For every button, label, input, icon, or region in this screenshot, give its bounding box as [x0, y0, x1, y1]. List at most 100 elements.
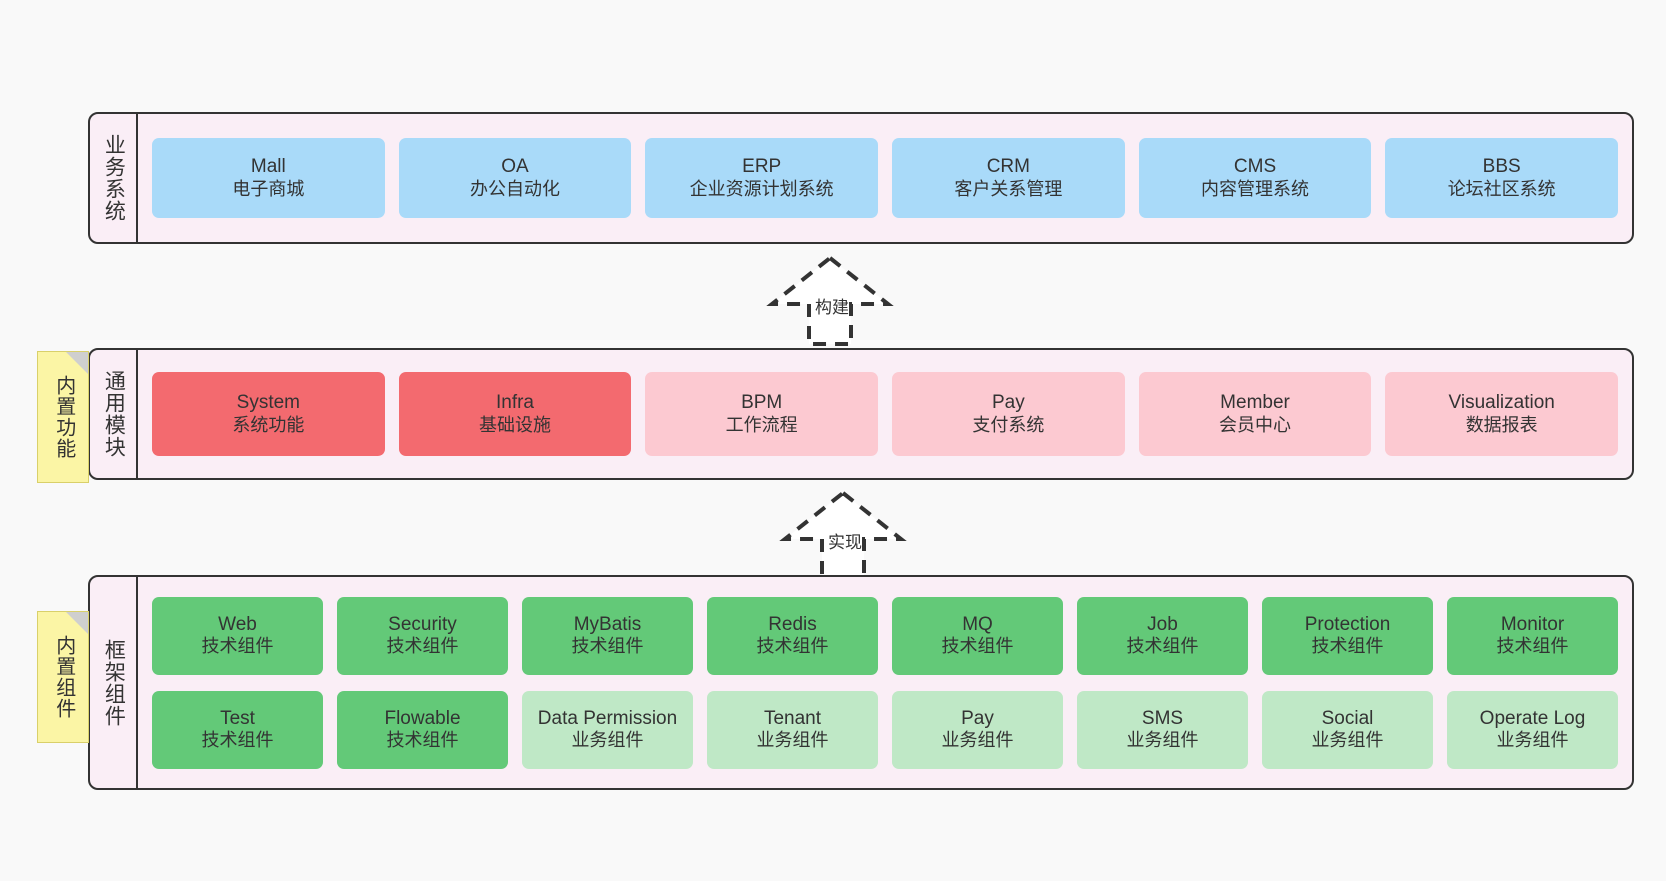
- card-operate-log[interactable]: Operate Log 业务组件: [1447, 690, 1618, 769]
- card-job[interactable]: Job 技术组件: [1077, 596, 1248, 675]
- card-infra-name: Infra: [495, 392, 535, 414]
- card-bpm[interactable]: BPM 工作流程: [645, 372, 879, 456]
- card-web[interactable]: Web 技术组件: [152, 596, 323, 675]
- framework-tech-row: Web 技术组件 Security 技术组件 MyBatis 技术组件 Redi…: [152, 596, 1618, 675]
- card-tenant[interactable]: Tenant 业务组件: [707, 690, 878, 769]
- card-infra-desc: 基础设施: [479, 414, 551, 435]
- card-test-desc: 技术组件: [201, 730, 274, 751]
- card-job-desc: 技术组件: [1126, 636, 1199, 657]
- card-erp[interactable]: ERP 企业资源计划系统: [645, 138, 879, 218]
- card-web-name: Web: [218, 613, 257, 635]
- card-erp-desc: 企业资源计划系统: [689, 178, 834, 199]
- card-pay-component-desc: 业务组件: [941, 730, 1014, 751]
- card-bpm-desc: 工作流程: [725, 414, 798, 435]
- card-operate-log-desc: 业务组件: [1496, 730, 1569, 751]
- card-system[interactable]: System 系统功能: [152, 372, 385, 456]
- card-protection[interactable]: Protection 技术组件: [1262, 596, 1433, 675]
- card-visualization-name: Visualization: [1448, 392, 1555, 414]
- card-bbs[interactable]: BBS 论坛社区系统: [1385, 138, 1619, 218]
- card-mybatis-desc: 技术组件: [571, 636, 644, 657]
- card-mq-desc: 技术组件: [941, 636, 1014, 657]
- card-data-permission-desc: 业务组件: [571, 730, 644, 751]
- layer-common-module: 通用模块 System 系统功能 Infra 基础设施 BPM 工作流程 Pay…: [88, 348, 1634, 480]
- layer-body-framework-component: Web 技术组件 Security 技术组件 MyBatis 技术组件 Redi…: [138, 577, 1632, 788]
- card-sms-name: SMS: [1141, 707, 1184, 729]
- card-member[interactable]: Member 会员中心: [1138, 372, 1372, 456]
- card-member-name: Member: [1220, 392, 1290, 414]
- card-system-desc: 系统功能: [232, 414, 305, 435]
- card-security-name: Security: [388, 613, 457, 635]
- card-flowable-desc: 技术组件: [386, 730, 459, 751]
- card-cms-name: CMS: [1233, 156, 1277, 178]
- card-pay-component-name: Pay: [961, 707, 994, 729]
- card-social-desc: 业务组件: [1311, 730, 1384, 751]
- layer-title-common-module: 通用模块: [90, 350, 138, 478]
- card-social-name: Social: [1321, 707, 1374, 729]
- card-test-name: Test: [220, 707, 255, 729]
- card-flowable-name: Flowable: [384, 707, 461, 729]
- layer-title-business-system: 业务系统: [90, 114, 138, 242]
- card-redis[interactable]: Redis 技术组件: [707, 596, 878, 675]
- note-builtin-function-label: 内置功能: [52, 375, 75, 459]
- card-crm[interactable]: CRM 客户关系管理: [892, 138, 1125, 218]
- note-builtin-component: 内置组件: [37, 611, 89, 743]
- layer-body-common-module: System 系统功能 Infra 基础设施 BPM 工作流程 Pay 支付系统…: [138, 350, 1632, 478]
- card-tenant-desc: 业务组件: [756, 730, 829, 751]
- card-cms[interactable]: CMS 内容管理系统: [1138, 138, 1372, 218]
- card-social[interactable]: Social 业务组件: [1262, 690, 1433, 769]
- card-data-permission-name: Data Permission: [537, 707, 678, 729]
- card-cms-desc: 内容管理系统: [1201, 178, 1310, 199]
- arrow-build-icon: [766, 255, 894, 346]
- card-crm-name: CRM: [986, 156, 1030, 178]
- card-sms-desc: 业务组件: [1126, 730, 1199, 751]
- card-visualization[interactable]: Visualization 数据报表: [1385, 372, 1619, 456]
- card-monitor-name: Monitor: [1500, 613, 1565, 635]
- arrow-build-label: 构建: [815, 298, 849, 317]
- card-crm-desc: 客户关系管理: [954, 178, 1063, 199]
- card-sms[interactable]: SMS 业务组件: [1077, 690, 1248, 769]
- note-builtin-component-label: 内置组件: [52, 635, 75, 719]
- card-operate-log-name: Operate Log: [1479, 707, 1586, 729]
- card-test[interactable]: Test 技术组件: [152, 690, 323, 769]
- card-redis-desc: 技术组件: [756, 636, 829, 657]
- card-erp-name: ERP: [742, 156, 782, 178]
- card-redis-name: Redis: [768, 613, 817, 635]
- card-mall[interactable]: Mall 电子商城: [152, 138, 385, 218]
- card-mall-name: Mall: [250, 156, 286, 178]
- common-module-row: System 系统功能 Infra 基础设施 BPM 工作流程 Pay 支付系统…: [152, 372, 1619, 456]
- card-data-permission[interactable]: Data Permission 业务组件: [522, 690, 693, 769]
- arrow-implement-icon: [779, 490, 907, 581]
- card-oa-name: OA: [501, 156, 529, 178]
- card-pay-module[interactable]: Pay 支付系统: [892, 372, 1125, 456]
- card-job-name: Job: [1147, 613, 1178, 635]
- arrow-implement-label: 实现: [828, 533, 862, 552]
- card-visualization-desc: 数据报表: [1465, 414, 1538, 435]
- card-mybatis-name: MyBatis: [573, 613, 642, 635]
- layer-business-system: 业务系统 Mall 电子商城 OA 办公自动化 ERP 企业资源计划系统 CRM…: [88, 112, 1634, 244]
- card-monitor-desc: 技术组件: [1496, 636, 1569, 657]
- card-flowable[interactable]: Flowable 技术组件: [337, 690, 508, 769]
- card-mybatis[interactable]: MyBatis 技术组件: [522, 596, 693, 675]
- card-system-name: System: [236, 392, 301, 414]
- card-oa[interactable]: OA 办公自动化: [398, 138, 632, 218]
- layer-body-business-system: Mall 电子商城 OA 办公自动化 ERP 企业资源计划系统 CRM 客户关系…: [138, 114, 1632, 242]
- card-security-desc: 技术组件: [386, 636, 459, 657]
- card-infra[interactable]: Infra 基础设施: [398, 372, 632, 456]
- card-member-desc: 会员中心: [1219, 414, 1292, 435]
- card-mq-name: MQ: [962, 613, 993, 635]
- card-pay-module-name: Pay: [991, 392, 1025, 414]
- card-mq[interactable]: MQ 技术组件: [892, 596, 1063, 675]
- note-fold-corner-icon: [66, 352, 88, 374]
- note-builtin-function: 内置功能: [37, 351, 89, 483]
- business-system-row: Mall 电子商城 OA 办公自动化 ERP 企业资源计划系统 CRM 客户关系…: [152, 138, 1619, 218]
- card-security[interactable]: Security 技术组件: [337, 596, 508, 675]
- card-monitor[interactable]: Monitor 技术组件: [1447, 596, 1618, 675]
- card-tenant-name: Tenant: [763, 707, 822, 729]
- card-mall-desc: 电子商城: [232, 178, 305, 199]
- note-fold-corner-icon: [66, 612, 88, 634]
- card-pay-component[interactable]: Pay 业务组件: [892, 690, 1063, 769]
- card-bbs-desc: 论坛社区系统: [1447, 178, 1556, 199]
- framework-business-row: Test 技术组件 Flowable 技术组件 Data Permission …: [152, 690, 1618, 769]
- card-protection-desc: 技术组件: [1311, 636, 1384, 657]
